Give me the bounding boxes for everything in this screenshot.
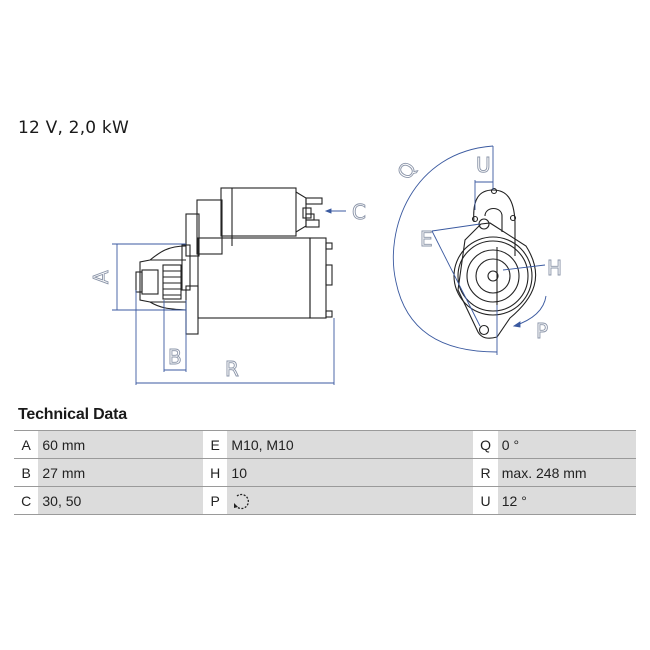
label-U: U [476,153,491,177]
spec-key: B [14,458,39,487]
spec-key: Q [473,430,498,459]
label-P: P [536,319,548,343]
spec-value-rotation [227,486,474,515]
spec-key: C [14,486,39,515]
spec-value: M10, M10 [227,430,474,459]
spec-value: 30, 50 [38,486,204,515]
motor-body [197,237,311,319]
spec-value: 12 ° [497,486,636,515]
spec-key: P [203,486,228,515]
pinion-gear [162,264,182,300]
starter-motor-drawing: A B C R Q U E H P [89,145,562,385]
end-view-dimensions [392,145,547,355]
flange-plate [457,222,537,339]
table-row: B 27 mm H 10 R max. 248 mm [14,458,636,487]
spec-value: 27 mm [38,458,204,487]
label-H: H [547,256,562,280]
technical-data-table: A 60 mm E M10, M10 Q 0 ° B 27 mm H 10 R … [14,430,636,515]
table-row: C 30, 50 P U 12 ° [14,486,636,515]
label-C: C [352,200,366,224]
technical-data-heading: Technical Data [18,406,127,423]
table-row: A 60 mm E M10, M10 Q 0 ° [14,430,636,459]
label-R: R [225,357,239,381]
solenoid-body [220,187,297,237]
label-B: B [168,345,182,369]
dimension-labels: A B C R [89,200,367,382]
spec-key: E [203,430,228,459]
spec-key: U [473,486,498,515]
angle-Q-arc [392,145,498,353]
spec-key: R [473,458,498,487]
side-view [135,187,333,335]
label-E: E [420,227,433,251]
end-view [453,187,537,339]
label-A: A [89,270,113,284]
end-view-labels: Q U E H P [392,153,562,344]
rotation-clockwise-icon [234,493,250,509]
spec-value: 10 [227,458,474,487]
spec-key: H [203,458,228,487]
spec-value: 0 ° [497,430,636,459]
spec-value: 60 mm [38,430,204,459]
label-Q: Q [392,158,421,184]
spec-value: max. 248 mm [497,458,636,487]
product-title: 12 V, 2,0 kW [18,118,129,138]
mounting-ear [473,189,516,256]
side-view-dimensions [112,208,346,385]
spec-key: A [14,430,39,459]
